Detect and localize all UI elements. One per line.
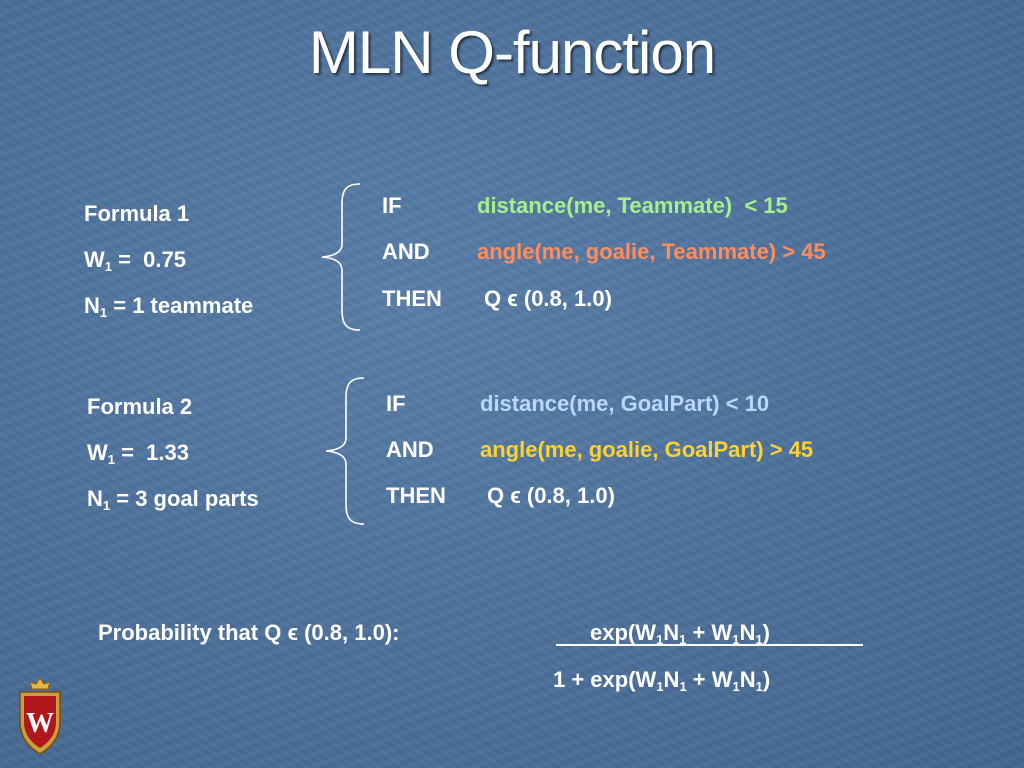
denominator-text: ) [762, 667, 771, 692]
weight-subscript: 1 [104, 259, 112, 274]
subscript: 1 [679, 679, 687, 694]
formula2-weight: W1 = 1.33 [87, 440, 190, 467]
weight-value: = 1.33 [115, 440, 190, 465]
count-value: = 1 teammate [107, 293, 254, 318]
formula1-if-keyword: IF [382, 193, 402, 218]
formula1-then-result: Q ϵ (0.8, 1.0) [484, 286, 612, 311]
denominator-text: N [663, 667, 680, 692]
formula2-name: Formula 2 [87, 394, 193, 419]
subscript: 1 [656, 679, 664, 694]
formula2-if-keyword: IF [386, 391, 406, 416]
weight-value: = 0.75 [112, 247, 187, 272]
formula2-if-condition: distance(me, GoalPart) < 10 [480, 391, 770, 416]
weight-label: W [84, 247, 105, 272]
formula2-and-condition: angle(me, goalie, GoalPart) > 45 [480, 437, 814, 462]
crest-letter: W [26, 708, 54, 739]
probability-numerator: exp(W1N1 + W1N1) [590, 620, 770, 647]
fraction-bar [556, 644, 863, 646]
probability-label: Probability that Q ϵ (0.8, 1.0): [98, 620, 400, 645]
count-label: N [84, 293, 100, 318]
uw-crest-icon: W [19, 677, 61, 755]
denominator-text: 1 + exp(W [553, 667, 657, 692]
formula2-and-keyword: AND [386, 437, 434, 462]
denominator-text: N [739, 667, 756, 692]
formula1-brace [321, 183, 361, 331]
weight-label: W [87, 440, 108, 465]
denominator-text: + W [686, 667, 733, 692]
formula1-if-condition: distance(me, Teammate) < 15 [477, 193, 788, 218]
subscript: 1 [656, 632, 664, 647]
count-value: = 3 goal parts [110, 486, 259, 511]
subscript: 1 [755, 679, 763, 694]
weight-subscript: 1 [107, 452, 115, 467]
formula1-and-keyword: AND [382, 239, 430, 264]
count-subscript: 1 [99, 305, 108, 320]
formula1-count: N1 = 1 teammate [84, 293, 254, 320]
numerator-text: ) [762, 620, 770, 645]
numerator-text: exp(W [590, 620, 656, 645]
subscript: 1 [679, 632, 687, 647]
subscript: 1 [732, 632, 740, 647]
numerator-text: N [663, 620, 680, 645]
formula1-weight: W1 = 0.75 [84, 247, 187, 274]
formula1-name: Formula 1 [84, 201, 190, 226]
slide-title: MLN Q-function [308, 19, 716, 86]
count-label: N [87, 486, 103, 511]
formula2-then-result: Q ϵ (0.8, 1.0) [487, 483, 615, 508]
formula2-brace [325, 377, 365, 525]
numerator-text: + W [686, 620, 733, 645]
subscript: 1 [755, 632, 763, 647]
formula2-then-keyword: THEN [386, 483, 446, 508]
subscript: 1 [732, 679, 740, 694]
formula2-count: N1 = 3 goal parts [87, 486, 259, 513]
numerator-text: N [739, 620, 756, 645]
probability-denominator: 1 + exp(W1N1 + W1N1) [553, 667, 771, 694]
formula1-then-keyword: THEN [382, 286, 442, 311]
formula1-and-condition: angle(me, goalie, Teammate) > 45 [477, 239, 826, 264]
count-subscript: 1 [102, 498, 111, 513]
